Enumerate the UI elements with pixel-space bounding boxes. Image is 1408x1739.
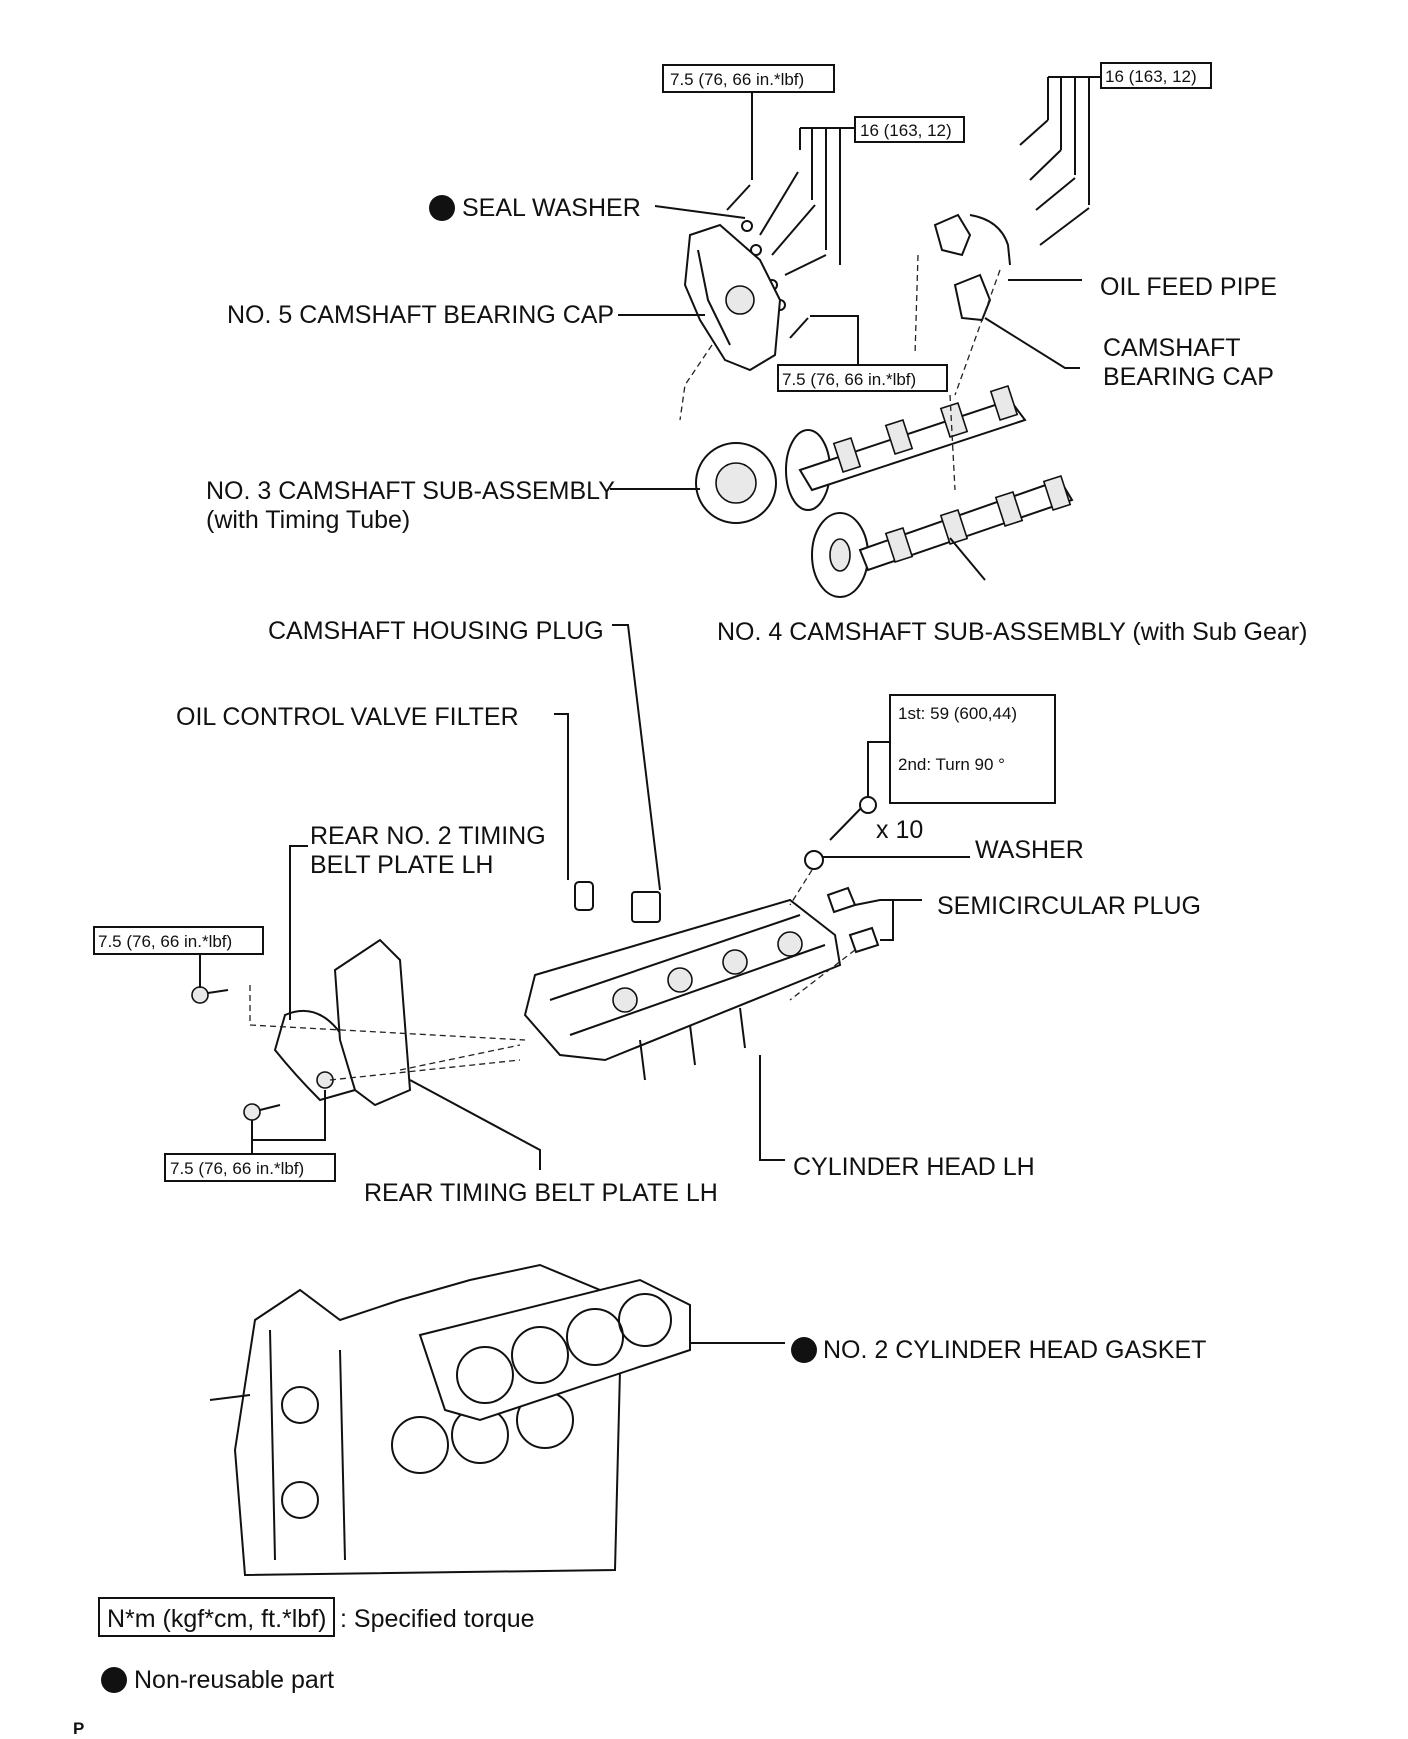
no5-camshaft-bearing-cap-part xyxy=(679,223,782,421)
torque-box-4: 7.5 (76, 66 in.*lbf) xyxy=(777,315,948,392)
legend-torque-box: N*m (kgf*cm, ft.*lbf) xyxy=(107,1605,326,1633)
label-rear-no2-2: BELT PLATE LH xyxy=(310,851,493,879)
label-cyl-head: CYLINDER HEAD LH xyxy=(793,1153,1035,1181)
corner-mark: P xyxy=(73,1719,84,1734)
head-torque-1: 1st: 59 (600,44) xyxy=(898,704,1017,723)
no3-camshaft-part xyxy=(695,384,1027,524)
label-cam-cap-2: BEARING CAP xyxy=(1103,363,1274,391)
torque-box-2: 16 (163, 12) xyxy=(799,116,965,265)
cylinder-head-part xyxy=(523,898,842,1161)
head-torque-box: 1st: 59 (600,44) 2nd: Turn 90 ° xyxy=(889,694,1056,804)
bolts-no5-cap xyxy=(726,171,827,339)
leader-lines xyxy=(610,205,746,490)
bolts-cam-cap xyxy=(1019,119,1090,246)
label-x10: x 10 xyxy=(876,816,923,844)
label-no3-cam-2: (with Timing Tube) xyxy=(206,506,410,534)
labels: SEAL WASHER NO. 5 CAMSHAFT BEARING CAP O… xyxy=(176,194,1307,1364)
label-ocv-filter: OIL CONTROL VALVE FILTER xyxy=(176,703,519,731)
torque-box-6: 7.5 (76, 66 in.*lbf) xyxy=(164,1090,336,1182)
torque-text-6: 7.5 (76, 66 in.*lbf) xyxy=(170,1159,304,1178)
legend-nonreusable: Non-reusable part xyxy=(134,1666,334,1694)
cylinder-head-gasket-part xyxy=(418,1278,785,1422)
torque-text-4: 7.5 (76, 66 in.*lbf) xyxy=(782,370,916,389)
label-cam-cap-1: CAMSHAFT xyxy=(1103,334,1241,362)
label-semicircular: SEMICIRCULAR PLUG xyxy=(937,892,1201,920)
torque-text-1: 7.5 (76, 66 in.*lbf) xyxy=(670,70,804,89)
label-seal-washer: SEAL WASHER xyxy=(462,194,641,222)
label-rear-no2-1: REAR NO. 2 TIMING xyxy=(310,822,546,850)
label-no3-cam-1: NO. 3 CAMSHAFT SUB-ASSEMBLY xyxy=(206,477,615,505)
legend: N*m (kgf*cm, ft.*lbf) : Specified torque… xyxy=(73,1597,535,1738)
camshaft-bearing-cap-part xyxy=(914,213,1082,396)
label-washer: WASHER xyxy=(975,836,1084,864)
no4-camshaft-part xyxy=(811,394,1074,598)
label-no4-cam: NO. 4 CAMSHAFT SUB-ASSEMBLY (with Sub Ge… xyxy=(717,618,1307,646)
label-housing-plug: CAMSHAFT HOUSING PLUG xyxy=(268,617,604,645)
label-no5-cap: NO. 5 CAMSHAFT BEARING CAP xyxy=(227,301,614,329)
legend-torque-desc: : Specified torque xyxy=(340,1605,535,1633)
rear-timing-belt-plates xyxy=(191,845,541,1170)
torque-text-5: 7.5 (76, 66 in.*lbf) xyxy=(98,932,232,951)
torque-box-5: 7.5 (76, 66 in.*lbf) xyxy=(93,926,264,988)
legend-dot xyxy=(101,1667,127,1693)
label-gasket: NO. 2 CYLINDER HEAD GASKET xyxy=(823,1336,1206,1364)
torque-text-2: 16 (163, 12) xyxy=(860,121,952,140)
small-parts xyxy=(554,624,970,1001)
label-oil-feed-pipe: OIL FEED PIPE xyxy=(1100,273,1277,301)
head-torque-2: 2nd: Turn 90 ° xyxy=(898,755,1005,774)
label-rear-plate: REAR TIMING BELT PLATE LH xyxy=(364,1179,718,1207)
gasket-dot xyxy=(791,1337,817,1363)
torque-text-3: 16 (163, 12) xyxy=(1105,67,1197,86)
torque-box-1: 7.5 (76, 66 in.*lbf) xyxy=(662,64,835,180)
seal-washer-dot xyxy=(429,195,455,221)
torque-box-3: 16 (163, 12) xyxy=(1047,62,1212,205)
